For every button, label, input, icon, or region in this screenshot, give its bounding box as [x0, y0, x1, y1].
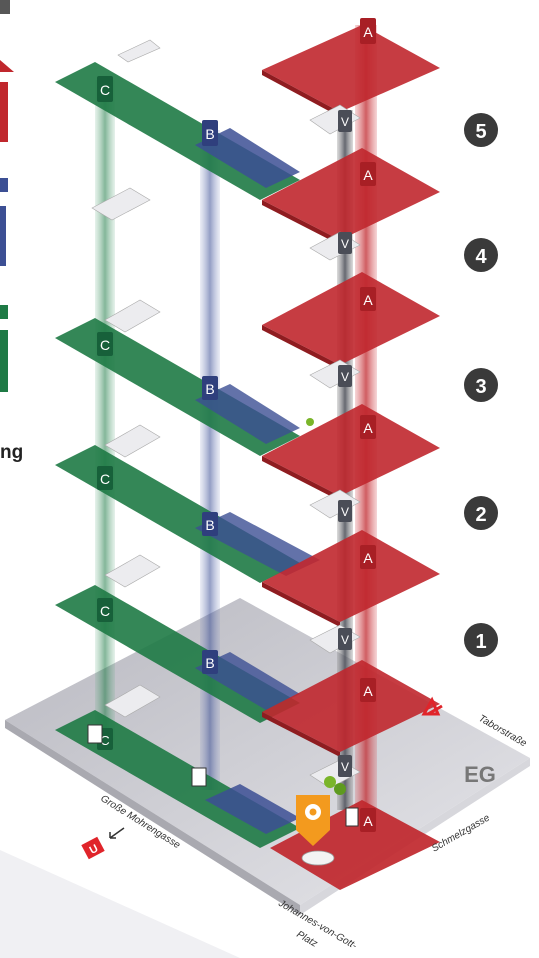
wing-b-tag-5: B — [202, 120, 218, 146]
wing-v-label: V — [341, 237, 349, 251]
floor-3-plates — [55, 299, 440, 501]
wing-v-label: V — [341, 760, 349, 774]
wing-c-shaft — [95, 80, 115, 740]
legend-fragment-text: ng — [0, 442, 23, 463]
wing-v-label: V — [341, 505, 349, 519]
street-johannes-von-gott-2: Platz — [295, 929, 320, 950]
floor-badge-1-label: 1 — [475, 631, 486, 653]
wing-b-tag-3: B — [202, 376, 218, 400]
wing-a-tag-eg: A — [360, 808, 376, 832]
floor-badges: 5 4 3 2 1 — [464, 113, 498, 657]
wing-c-label: C — [100, 337, 110, 353]
floor-badge-3-label: 3 — [475, 376, 486, 398]
floor-badge-4[interactable]: 4 — [464, 238, 498, 272]
legend-fragments — [0, 0, 14, 392]
wing-v-tag-4: V — [338, 232, 352, 254]
wing-b-shaft — [200, 130, 220, 790]
street-johannes-von-gott-1: Johannes-von-Gott- — [276, 898, 359, 953]
ground-plate — [0, 598, 530, 958]
wing-c-label: C — [100, 733, 109, 748]
wing-a-tag-5: A — [360, 162, 376, 186]
wing-c-tag-2: C — [97, 466, 113, 490]
wing-a-tag-4: A — [360, 287, 376, 311]
wing-a-label: A — [363, 167, 373, 183]
wing-v-tag-eg: V — [338, 755, 352, 777]
wing-a-tag-top: A — [360, 18, 376, 44]
location-pin-icon — [296, 795, 330, 846]
wing-a-label: A — [363, 24, 373, 40]
floor-badge-4-label: 4 — [475, 246, 487, 268]
wing-v-tag-2: V — [338, 500, 352, 522]
floor-badge-3[interactable]: 3 — [464, 368, 498, 402]
wing-v-tag-5: V — [338, 110, 352, 132]
ground-floor-label[interactable]: EG — [464, 762, 496, 787]
wing-a-label: A — [363, 683, 373, 699]
floor-1-plates — [55, 554, 440, 757]
wing-c-label: C — [100, 603, 110, 619]
wing-a-tag-1: A — [360, 678, 376, 702]
wing-b-tag-2: B — [202, 512, 218, 536]
wing-b-label: B — [205, 655, 214, 671]
wing-v-label: V — [341, 115, 349, 129]
floor-badge-2-label: 2 — [475, 504, 486, 526]
wing-b-label: B — [205, 126, 214, 142]
floor-badge-2[interactable]: 2 — [464, 496, 498, 530]
wing-c-tag-3: C — [97, 332, 113, 356]
wing-c-tag-5: C — [97, 76, 113, 102]
wing-c-label: C — [100, 471, 110, 487]
wing-a-label: A — [363, 550, 373, 566]
subway-icon: U — [81, 827, 125, 860]
floor-4-plates — [91, 187, 440, 370]
wing-a-entrance-icon — [421, 696, 443, 716]
floor-badge-5-label: 5 — [475, 121, 486, 143]
wing-a-label: A — [363, 292, 373, 308]
wing-b-label: B — [205, 517, 214, 533]
tree-icon — [324, 776, 346, 795]
wing-b-label: B — [205, 381, 214, 397]
wing-b-tag-1: B — [202, 650, 218, 674]
wing-c-tag-1: C — [97, 598, 113, 622]
wing-v-tag-1: V — [338, 628, 352, 650]
floor-2-plates — [55, 424, 440, 627]
floor-badge-1[interactable]: 1 — [464, 623, 498, 657]
wing-a-tag-2: A — [360, 545, 376, 569]
wing-v-label: V — [341, 370, 349, 384]
wing-v-tag-3: V — [338, 365, 352, 387]
wing-a-tag-3: A — [360, 415, 376, 439]
wing-a-label: A — [363, 813, 373, 829]
wing-a-level-6 — [262, 25, 440, 117]
elevator-icon — [87, 724, 359, 827]
floor-badge-5[interactable]: 5 — [464, 113, 498, 147]
wing-a-label: A — [363, 420, 373, 436]
wing-c-label: C — [100, 82, 110, 98]
wing-v-label: V — [341, 633, 349, 647]
